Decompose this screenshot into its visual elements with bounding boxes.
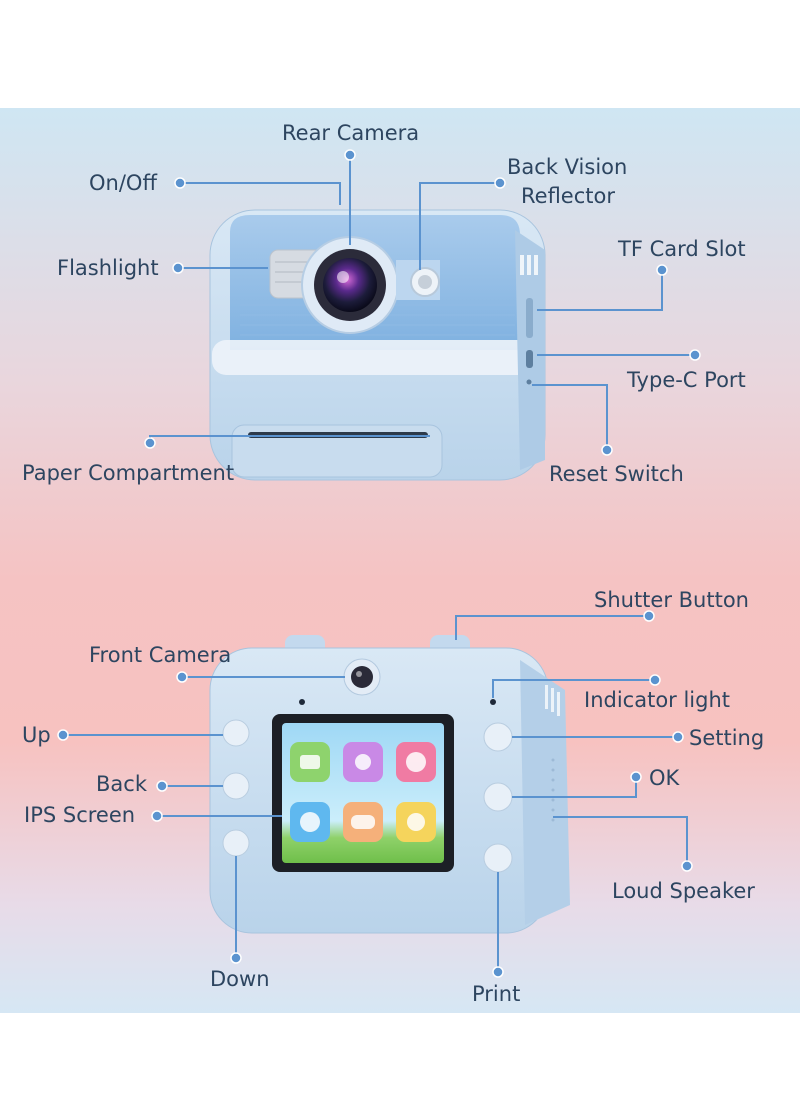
up-label: Up — [22, 723, 51, 747]
up-button — [222, 719, 250, 747]
front-camera-label: Front Camera — [89, 643, 231, 667]
back-button — [222, 772, 250, 800]
loud-speaker-label: Loud Speaker — [612, 879, 755, 903]
on-off-label: On/Off — [89, 171, 157, 195]
setting-button — [483, 722, 513, 752]
shutter-button-label: Shutter Button — [594, 588, 749, 612]
print-button — [483, 843, 513, 873]
reset-switch-label: Reset Switch — [549, 462, 684, 486]
ok-button — [483, 782, 513, 812]
rear-camera-label: Rear Camera — [282, 121, 419, 145]
tf-card-slot-label: TF Card Slot — [617, 237, 746, 261]
rear-camera-body — [209, 209, 546, 481]
ips-screen — [272, 714, 454, 872]
down-button — [222, 829, 250, 857]
setting-label: Setting — [689, 726, 764, 750]
down-label: Down — [210, 967, 270, 991]
bottom-leader-lines — [57, 610, 693, 978]
indicator-light-label: Indicator light — [584, 688, 730, 712]
back-label: Back — [96, 772, 148, 796]
back-vision-reflector-element — [396, 260, 440, 300]
rear-lens — [301, 236, 399, 334]
paper-compartment-label: Paper Compartment — [22, 461, 234, 485]
top-leader-lines — [144, 149, 701, 456]
front-lens — [343, 658, 381, 696]
ips-screen-label: IPS Screen — [24, 803, 135, 827]
side-buttons — [222, 719, 513, 873]
ok-label: OK — [649, 766, 681, 790]
back-vision-label: Back Vision — [507, 155, 627, 179]
flashlight-label: Flashlight — [57, 256, 159, 280]
print-label: Print — [472, 982, 520, 1006]
reflector-label: Reflector — [521, 184, 615, 208]
type-c-port-label: Type-C Port — [626, 368, 746, 392]
